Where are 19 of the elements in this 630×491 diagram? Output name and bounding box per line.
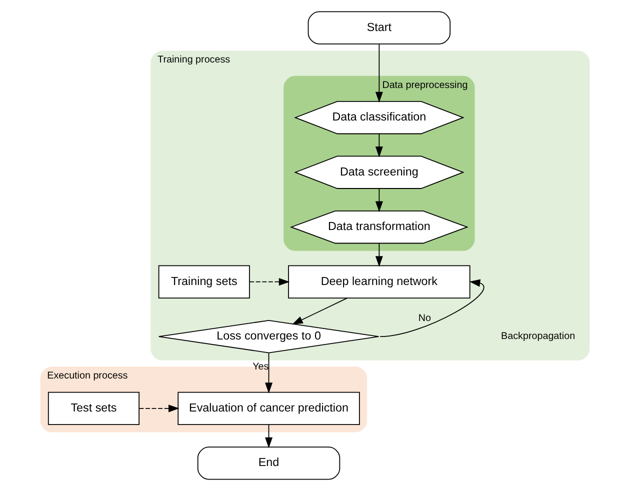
- node-box: Training sets: [158, 265, 250, 298]
- arrow: [249, 278, 290, 286]
- node-box: Evaluation of cancer prediction: [178, 392, 360, 426]
- node-box: Deep learning network: [288, 265, 470, 298]
- arrow: [265, 424, 273, 448]
- arrow: [375, 44, 383, 103]
- node-box: Test sets: [48, 392, 140, 426]
- arrow: [375, 133, 383, 158]
- arrow: [292, 298, 348, 325]
- arrow: [380, 279, 484, 338]
- arrow: [375, 188, 383, 212]
- node-box: End: [197, 446, 340, 480]
- arrow: [138, 404, 180, 412]
- edge-label: No: [418, 313, 432, 324]
- label: Backpropagation: [501, 331, 576, 342]
- node-diamond: Loss converges to 0: [158, 320, 380, 354]
- node-box: Start: [308, 11, 451, 44]
- arrow: [265, 352, 273, 394]
- arrow: [375, 242, 383, 267]
